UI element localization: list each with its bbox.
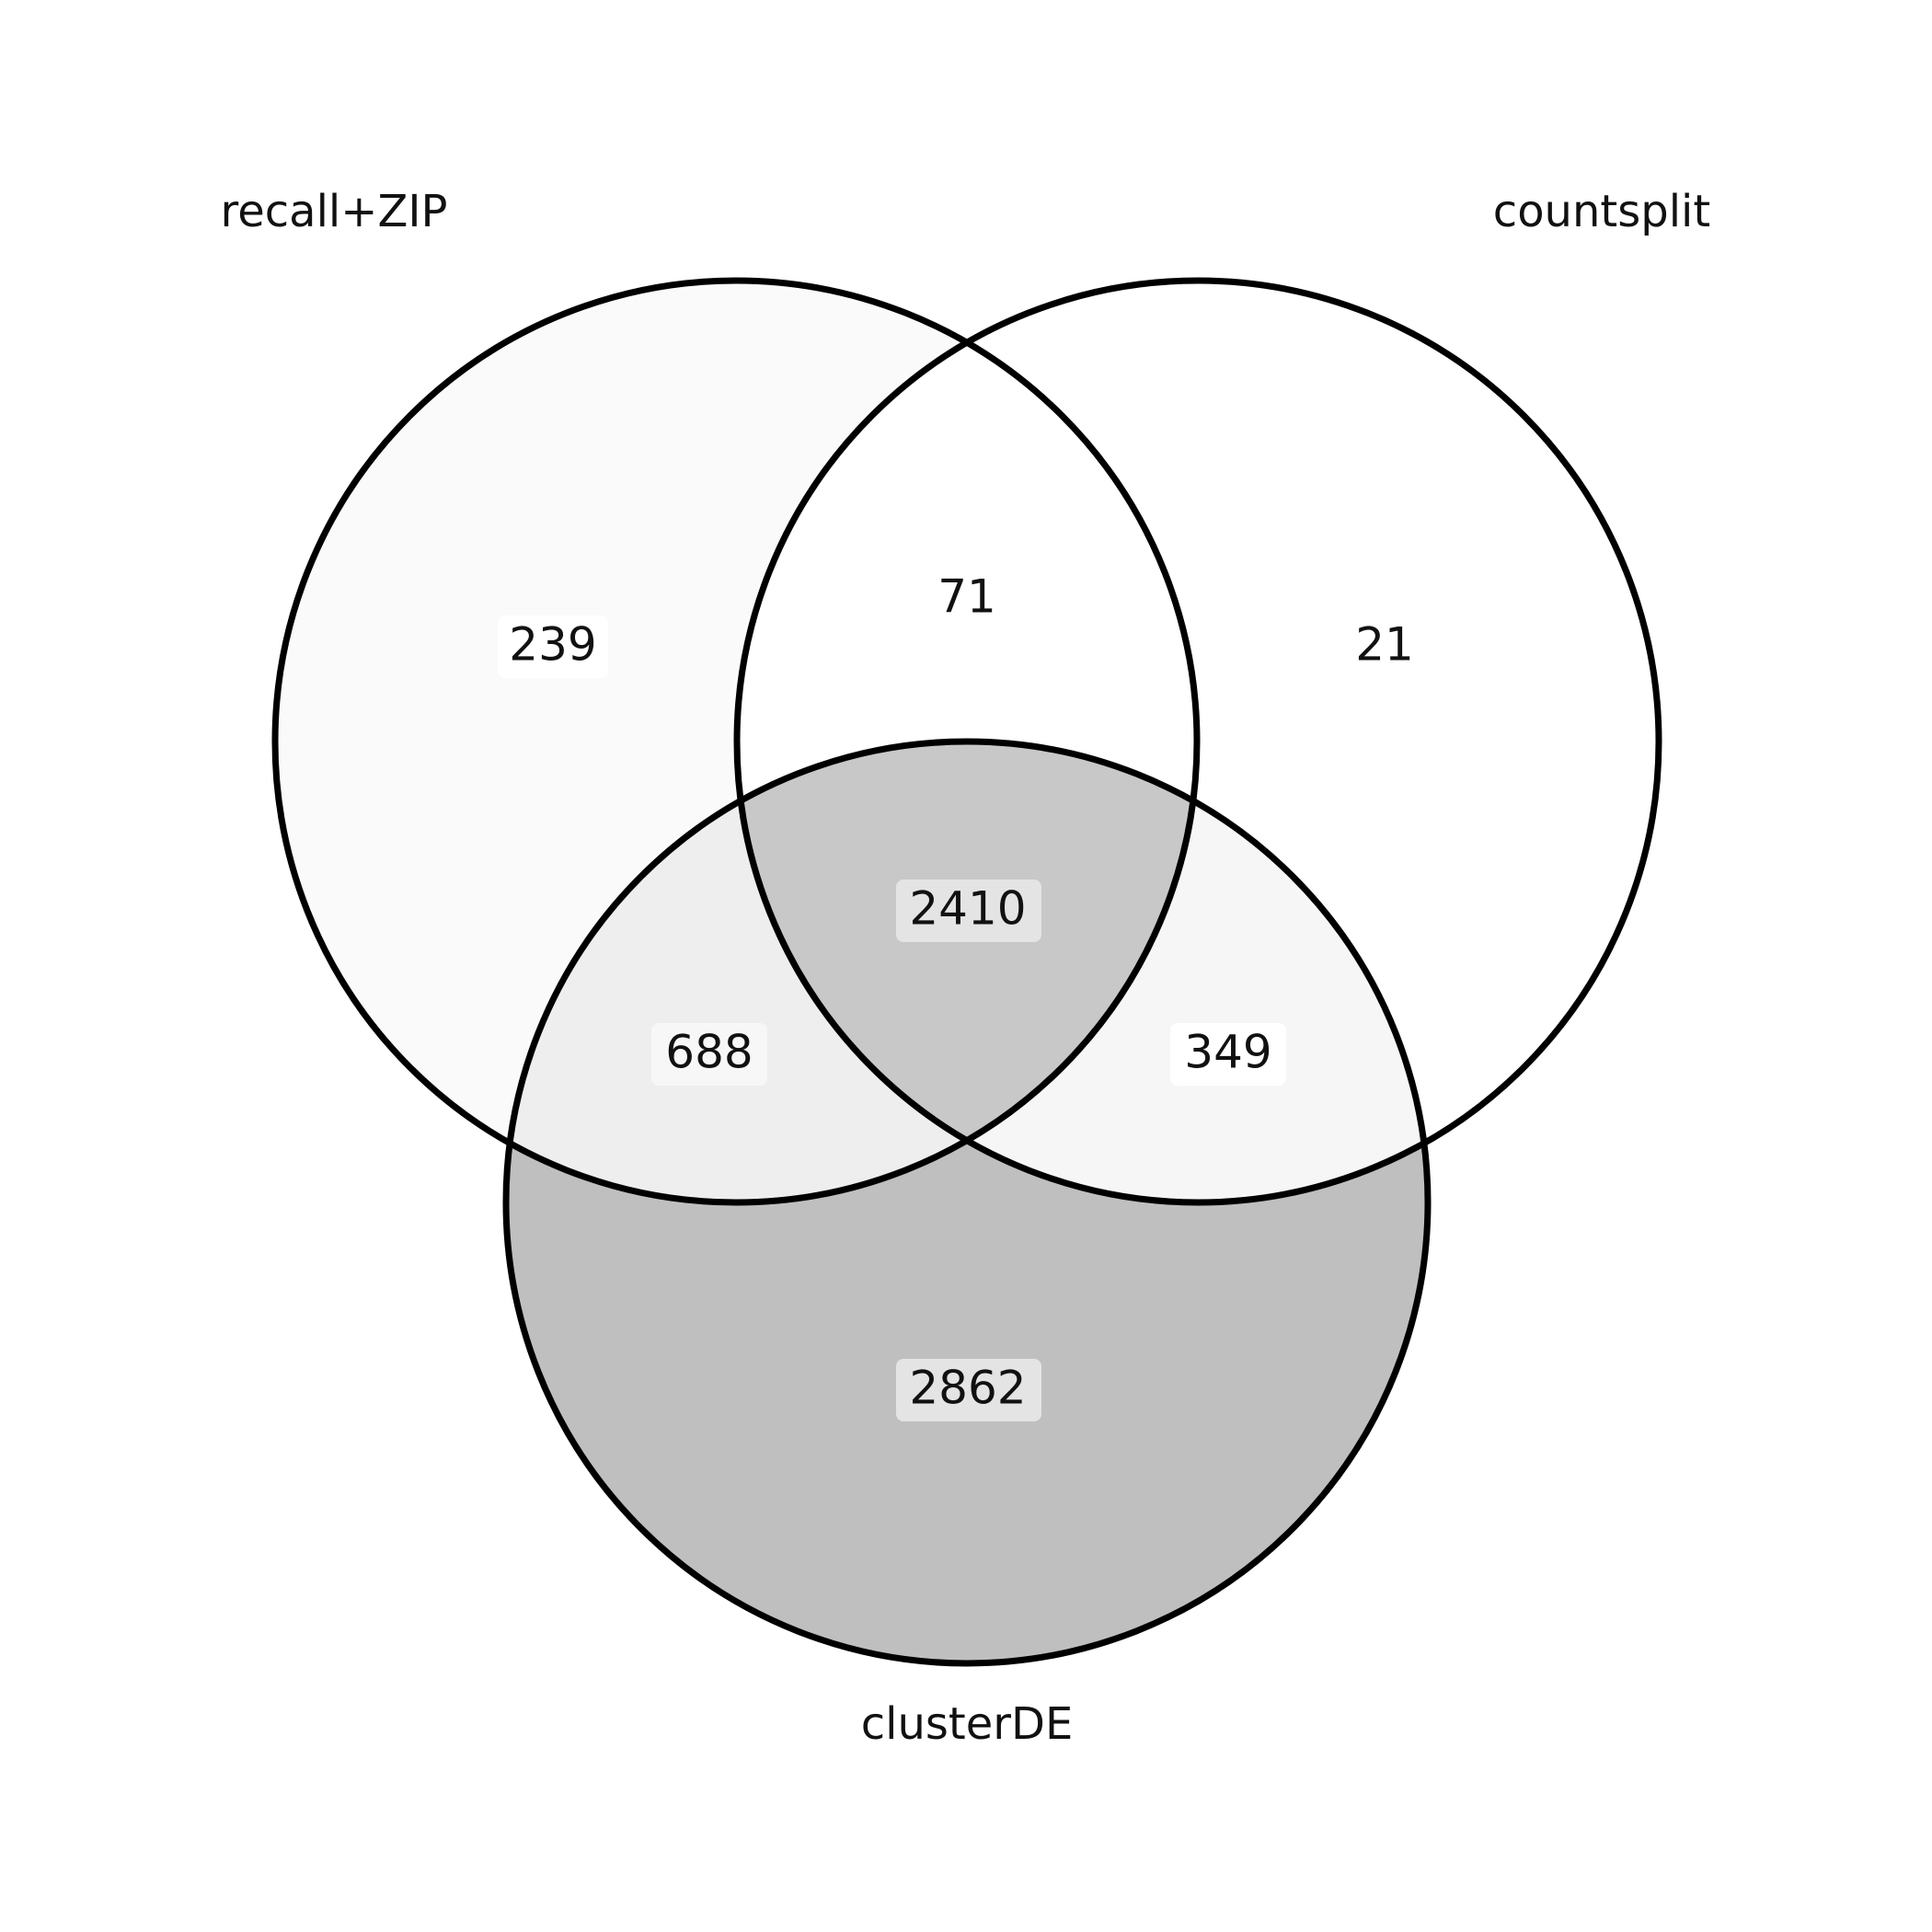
set-b-label: countsplit bbox=[1493, 186, 1710, 237]
set-c-label: clusterDE bbox=[861, 1698, 1074, 1750]
count-ab: 71 bbox=[935, 568, 999, 630]
count-abc: 2410 bbox=[896, 880, 1041, 942]
count-c-only-box bbox=[896, 1359, 1041, 1421]
count-b-only-value: 21 bbox=[1355, 618, 1414, 672]
count-c-only: 2862 bbox=[896, 1359, 1041, 1421]
set-c-outline bbox=[502, 738, 1432, 1667]
count-ac-value: 688 bbox=[665, 1026, 753, 1079]
count-a-only: 239 bbox=[498, 615, 608, 678]
region-bc-fill bbox=[737, 742, 1428, 1202]
count-abc-box bbox=[896, 880, 1041, 942]
count-ab-box bbox=[935, 568, 999, 630]
set-b-outline bbox=[733, 277, 1662, 1206]
count-b-only: 21 bbox=[1352, 616, 1417, 679]
count-bc: 349 bbox=[1170, 1023, 1286, 1086]
count-b-only-box bbox=[1352, 616, 1417, 679]
region-ac-fill bbox=[506, 742, 1197, 1202]
count-bc-box bbox=[1170, 1023, 1286, 1086]
set-outlines bbox=[271, 277, 1662, 1667]
count-ac: 688 bbox=[651, 1023, 767, 1086]
region-fills bbox=[275, 281, 1659, 1663]
set-a-outline bbox=[271, 277, 1201, 1206]
set-labels: recall+ZIP countsplit clusterDE bbox=[221, 186, 1711, 1750]
count-abc-value: 2410 bbox=[909, 882, 1026, 936]
count-ac-box bbox=[651, 1023, 767, 1086]
count-a-only-box bbox=[498, 615, 608, 678]
count-a-only-value: 239 bbox=[509, 618, 596, 672]
region-counts: 239 21 71 688 349 2410 bbox=[498, 568, 1417, 1421]
count-bc-value: 349 bbox=[1184, 1026, 1271, 1079]
count-c-only-value: 2862 bbox=[909, 1362, 1026, 1415]
count-ab-value: 71 bbox=[937, 570, 996, 624]
set-a-label: recall+ZIP bbox=[221, 186, 448, 237]
